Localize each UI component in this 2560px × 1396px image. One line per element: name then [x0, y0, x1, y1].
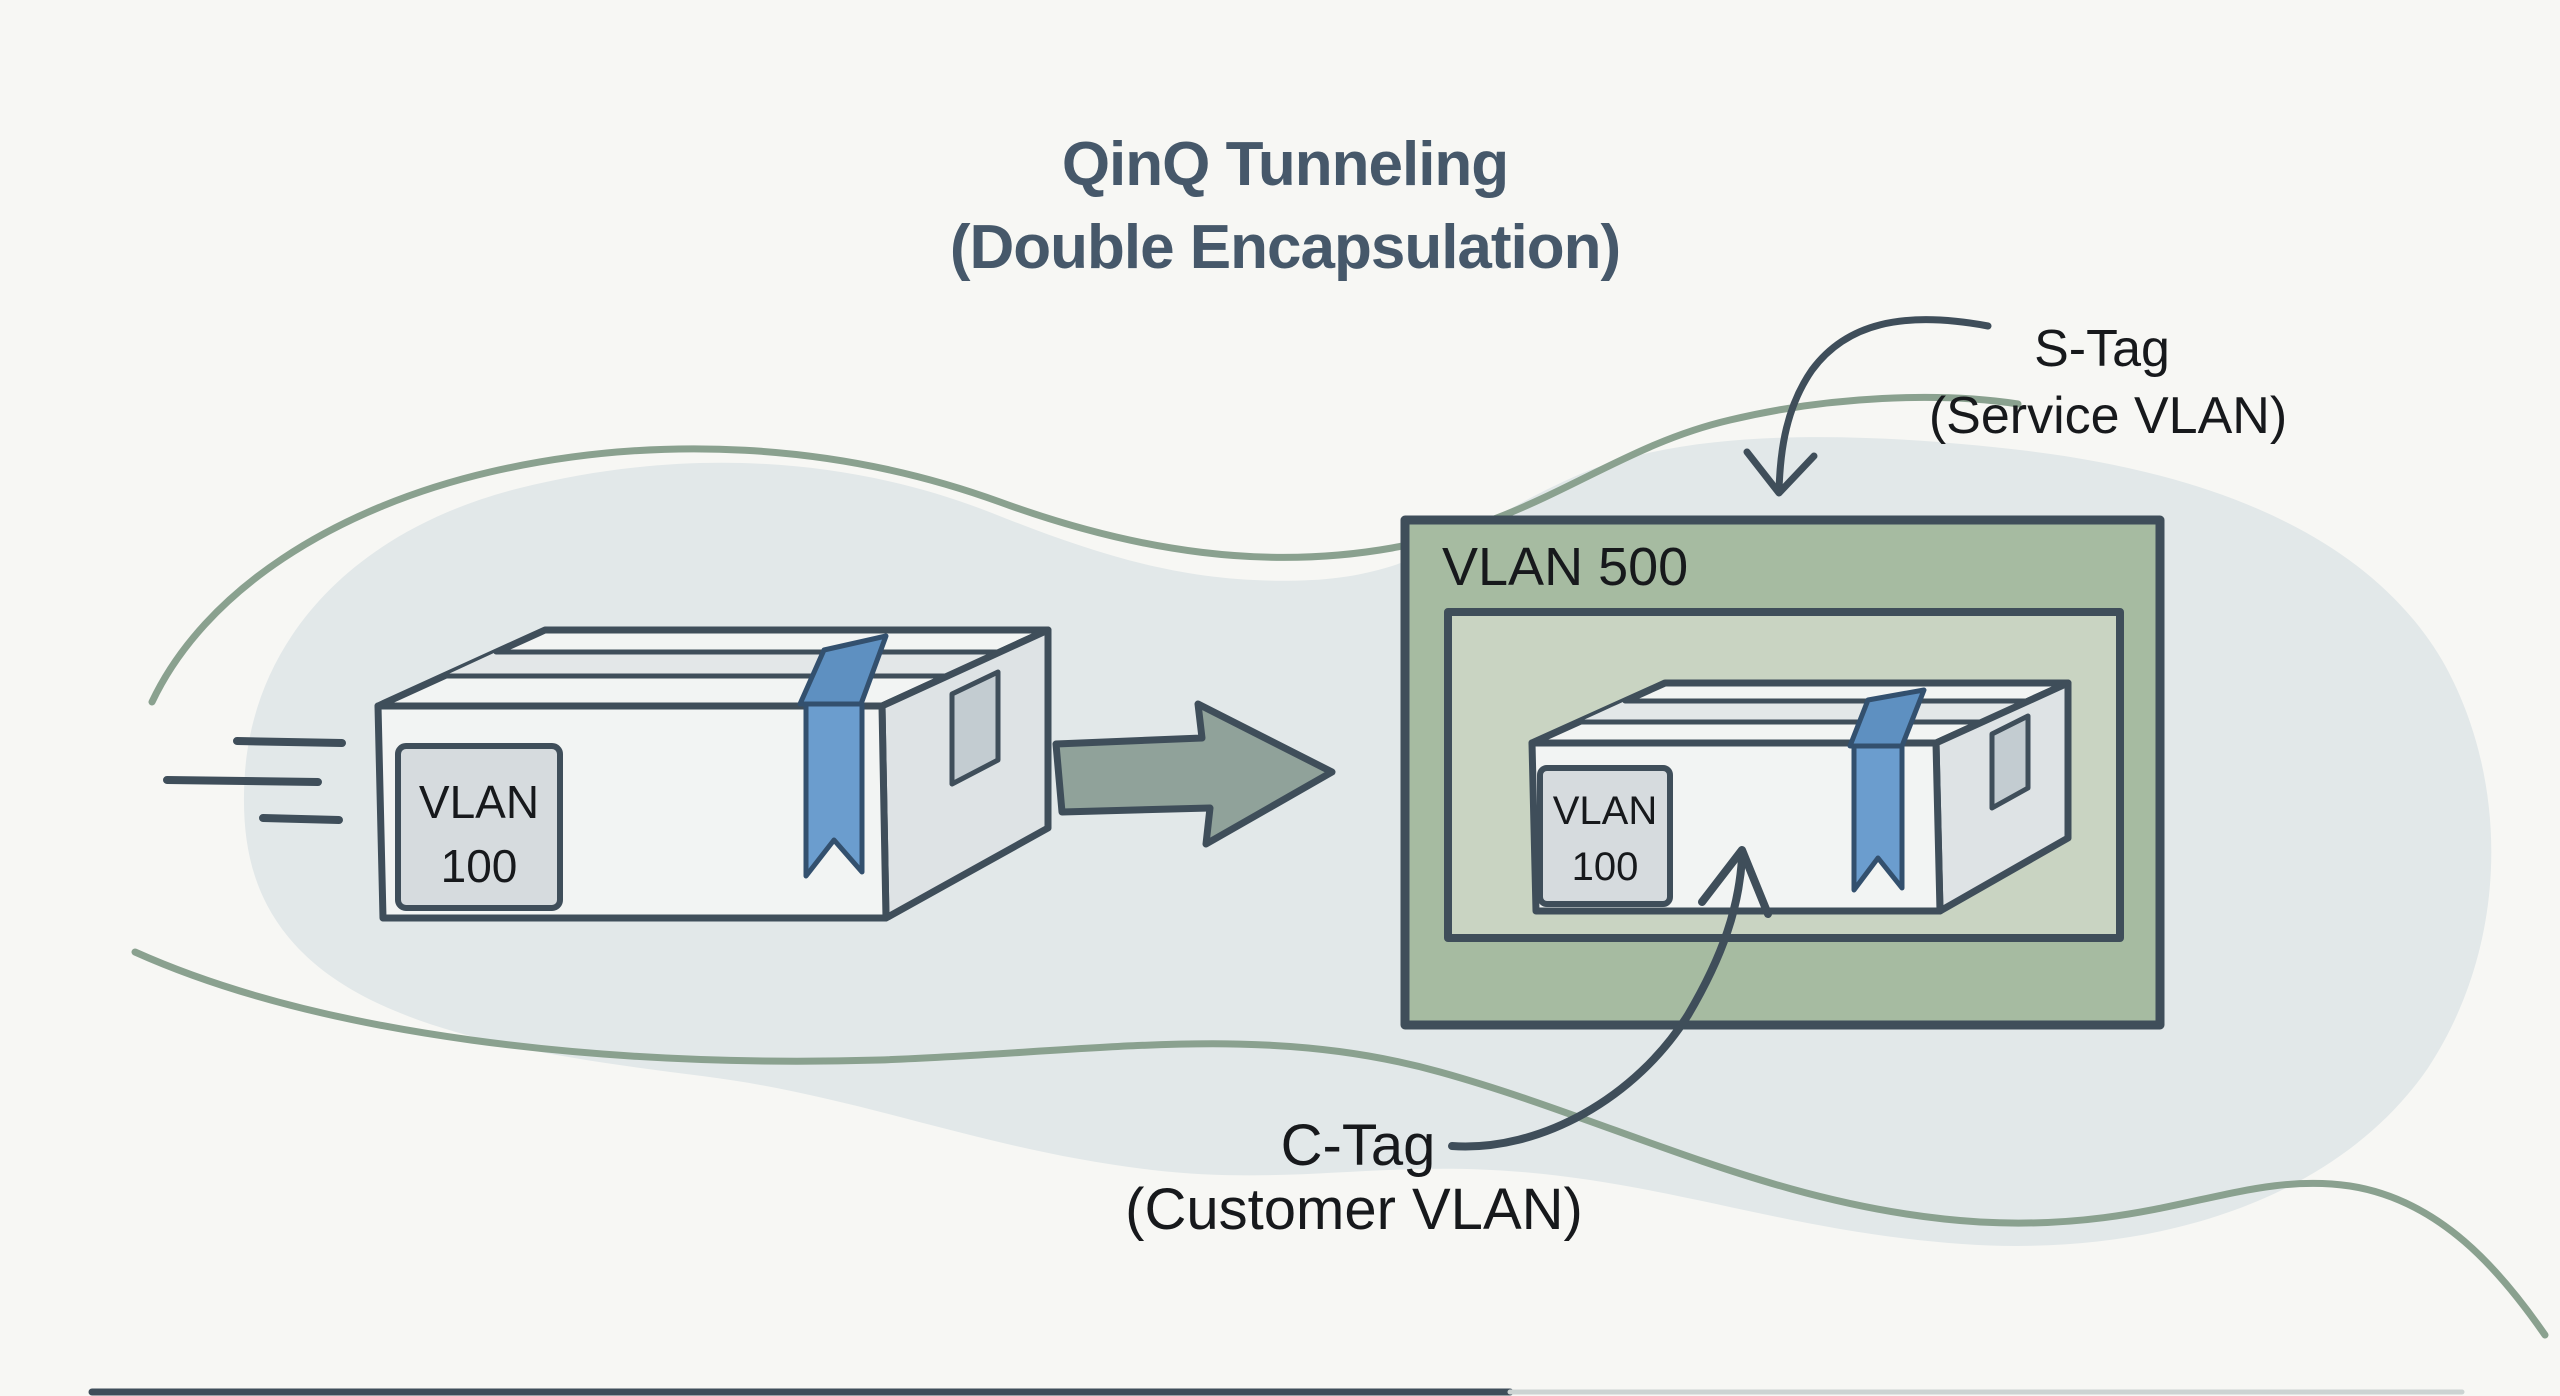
c-tag-annotation: C-Tag (Customer VLAN) — [1125, 846, 1772, 1242]
packet-top-band — [444, 652, 1000, 676]
c-tag-sublabel: (Customer VLAN) — [1125, 1177, 1583, 1242]
s-tag-arrowhead-icon — [1743, 448, 1818, 497]
c-tag-arrowhead-icon — [1698, 846, 1772, 918]
motion-line-bottom — [259, 814, 343, 824]
ribbon-icon — [803, 701, 865, 879]
motion-lines — [163, 737, 346, 824]
s-tag-arrow — [1775, 316, 1992, 496]
page-title-line-1: QinQ Tunneling — [1062, 130, 1508, 199]
decorative-wave-bottom — [131, 948, 2549, 1339]
s-tag-annotation: S-Tag (Service VLAN) — [1743, 316, 2287, 497]
decorative-wave-top — [148, 393, 2022, 706]
inner-packet-top-band — [1579, 701, 2028, 722]
inner-vlan-100-label-plate — [1537, 765, 1673, 907]
vlan-500-label: VLAN 500 — [1442, 537, 1688, 597]
motion-line-middle — [163, 776, 322, 786]
packet-tape-flap — [949, 669, 1001, 787]
c-tag-arrow — [1448, 854, 1746, 1151]
inner-ribbon-icon — [1851, 743, 1905, 893]
c-tag-label: C-Tag — [1281, 1113, 1436, 1178]
vlan-100-label-line1: VLAN — [419, 776, 539, 828]
s-tag-sublabel: (Service VLAN) — [1929, 387, 2287, 445]
inner-vlan-100-label-line1: VLAN — [1553, 789, 1658, 833]
vlan-100-label-line2: 100 — [441, 840, 518, 892]
flow-arrow — [1052, 700, 1336, 848]
customer-packet: VLAN 100 — [374, 626, 1052, 922]
motion-line-top — [233, 737, 346, 747]
s-tag-label: S-Tag — [2034, 320, 2170, 378]
inner-packet-tape-flap — [1989, 713, 2031, 811]
encapsulated-packet: VLAN 100 — [1528, 679, 2072, 915]
vlan-100-label-plate — [395, 743, 563, 911]
service-vlan-frame: VLAN 500 VLAN 100 — [1400, 515, 2165, 1030]
page-title-line-2: (Double Encapsulation) — [950, 213, 1620, 282]
inner-vlan-100-label-line2: 100 — [1572, 845, 1639, 889]
